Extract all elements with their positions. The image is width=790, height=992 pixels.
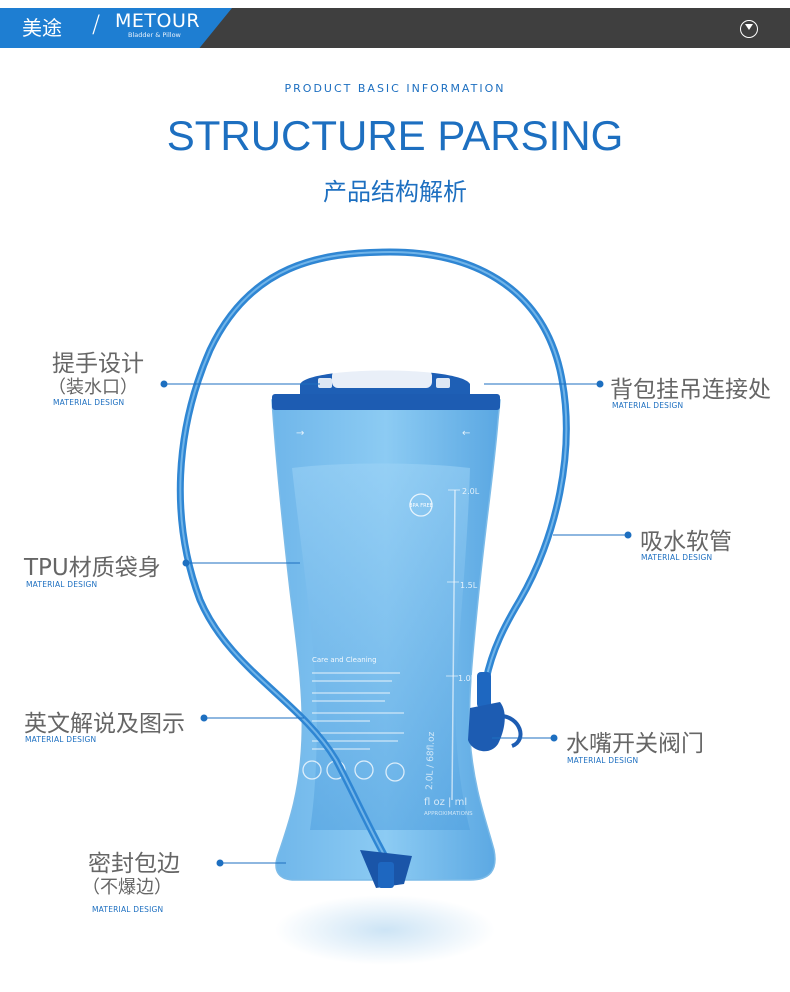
- callout-tpu-label: TPU材质袋身: [24, 555, 161, 581]
- page-title: STRUCTURE PARSING: [166, 112, 624, 159]
- measure-line: [451, 489, 456, 801]
- care-title: Care and Cleaning: [312, 656, 377, 664]
- callout-seal-sub: （不爆边）: [82, 877, 172, 898]
- callout-dots: [160, 380, 632, 867]
- side-capacity-text: 2.0L / 68fl.oz: [425, 731, 437, 790]
- chevron-down-circle-icon[interactable]: [740, 20, 758, 38]
- bag-inner-panel: [292, 463, 470, 830]
- unit-mark: fl oz | ml: [424, 797, 467, 808]
- callout-tube-label: 吸水软管: [640, 529, 732, 555]
- brand-tagline: Bladder & Pillow: [128, 31, 181, 39]
- bag-reflection: [275, 895, 495, 965]
- callout-english-label: 英文解说及图示: [24, 711, 185, 737]
- callout-tpu-material: MATERIAL DESIGN: [26, 580, 98, 589]
- left-arrow-mark: →: [296, 428, 304, 439]
- callout-hang-material: MATERIAL DESIGN: [612, 401, 684, 410]
- capacity-2-mark: 2.0L: [462, 487, 480, 496]
- valve-body: [477, 672, 491, 708]
- callout-handle-sub: （装水口）: [48, 377, 138, 398]
- brand-tab[interactable]: [0, 8, 232, 48]
- valve-cap-strap: [499, 714, 523, 748]
- approx-mark: APPROXIMATIONS: [424, 811, 473, 817]
- bpa-badge-text: BPA FREE: [409, 503, 433, 509]
- callout-seal-label: 密封包边: [88, 851, 180, 877]
- callout-tube-material: MATERIAL DESIGN: [641, 553, 713, 562]
- right-arrow-mark: ←: [462, 428, 470, 439]
- slide-seal-bar: [272, 394, 500, 410]
- callout-english-material: MATERIAL DESIGN: [25, 735, 97, 744]
- callout-handle-material: MATERIAL DESIGN: [53, 398, 125, 407]
- brand-divider: /: [92, 10, 101, 38]
- callout-seal-material: MATERIAL DESIGN: [92, 905, 164, 914]
- callout-handle-label: 提手设计: [52, 351, 144, 377]
- bite-valve: [468, 702, 505, 752]
- capacity-15-mark: 1.5L: [460, 581, 478, 590]
- bpa-badge: [409, 493, 433, 517]
- handle-opening: [332, 370, 432, 388]
- section-kicker: PRODUCT BASIC INFORMATION: [284, 82, 506, 95]
- brand-name-en: METOUR: [115, 10, 201, 32]
- brand-name-cn: 美途: [22, 16, 62, 40]
- callout-valve-label: 水嘴开关阀门: [566, 731, 704, 757]
- capacity-1-mark: 1.0L: [458, 674, 476, 683]
- page-title-cn: 产品结构解析: [323, 178, 467, 206]
- callout-valve-material: MATERIAL DESIGN: [567, 756, 639, 765]
- callout-hang-label: 背包挂吊连接处: [610, 377, 771, 403]
- callout-lines: [164, 383, 628, 864]
